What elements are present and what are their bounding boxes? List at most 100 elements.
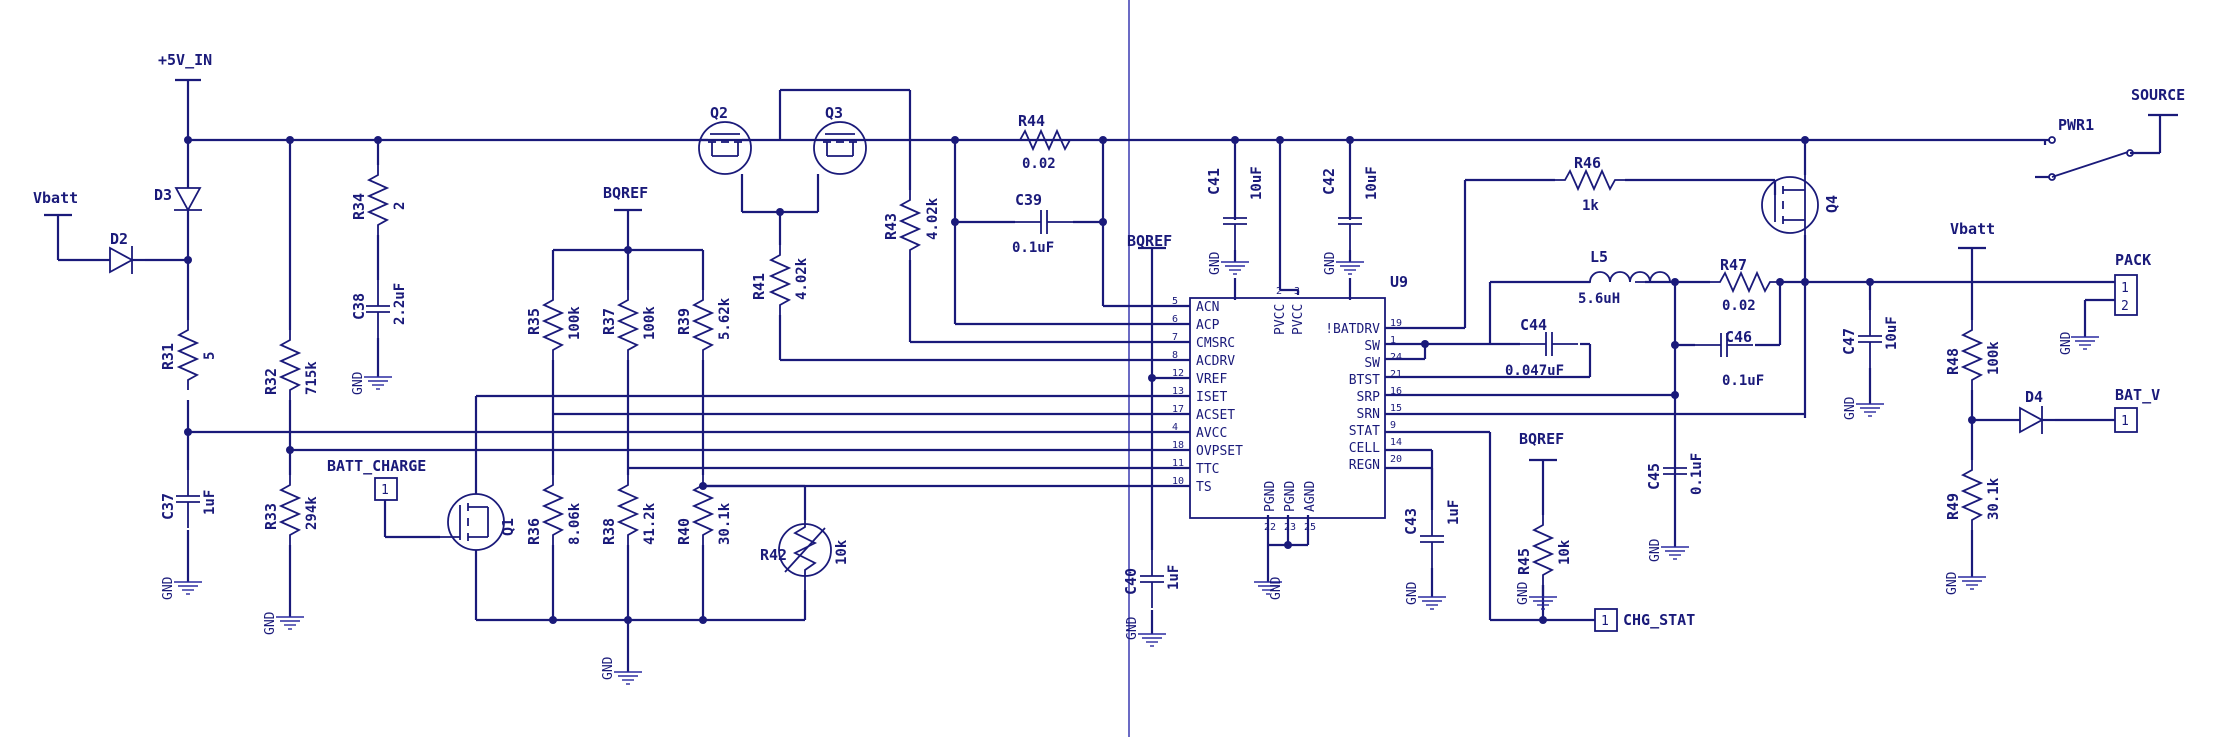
u9-pin-number: 17: [1172, 404, 1184, 415]
svg-text:D2: D2: [110, 230, 128, 248]
svg-text:1uF: 1uF: [202, 490, 218, 515]
u9-pin-number: 9: [1390, 420, 1396, 431]
svg-text:100k: 100k: [642, 306, 658, 340]
svg-text:1uF: 1uF: [1446, 500, 1462, 525]
u9-pin-number: 13: [1172, 386, 1184, 397]
svg-text:C47: C47: [1840, 328, 1858, 355]
svg-text:2: 2: [2121, 299, 2129, 314]
u9-pin-number: 1: [1390, 335, 1396, 346]
svg-text:R36: R36: [525, 518, 543, 545]
svg-text:8.06k: 8.06k: [567, 502, 583, 545]
resistor-r31: R31 5: [159, 319, 218, 391]
resistor-r37: R37 100k: [600, 289, 658, 361]
resistor-r43: R43 4.02k: [882, 189, 941, 261]
capacitor-c38: C38 2.2uF: [350, 279, 408, 339]
u9-pin-number: 23: [1284, 522, 1296, 533]
svg-text:4.02k: 4.02k: [925, 197, 941, 240]
svg-text:10k: 10k: [1557, 539, 1573, 565]
svg-text:GND: GND: [263, 611, 278, 635]
svg-text:BAT_V: BAT_V: [2115, 386, 2160, 404]
svg-text:1: 1: [2121, 414, 2129, 429]
svg-text:C40: C40: [1122, 568, 1140, 595]
svg-text:0.1uF: 0.1uF: [1012, 240, 1054, 256]
svg-text:R39: R39: [675, 308, 693, 335]
svg-text:R37: R37: [600, 308, 618, 335]
u9-pin-number: 25: [1304, 522, 1316, 533]
svg-text:10k: 10k: [834, 539, 850, 565]
svg-text:R32: R32: [262, 368, 280, 395]
resistor-r33: R33 294k: [262, 474, 320, 546]
svg-text:L5: L5: [1590, 248, 1608, 266]
capacitor-c37: C37 1uF: [159, 469, 218, 529]
svg-text:R46: R46: [1574, 154, 1601, 172]
u9-pin-name: VREF: [1196, 372, 1227, 387]
u9-pin-name: !BATDRV: [1325, 322, 1380, 337]
resistor-r34: R34 2: [350, 164, 408, 236]
mosfet-q3: Q3: [813, 104, 867, 190]
switch-pwr1: PWR1: [2035, 116, 2134, 181]
svg-text:D4: D4: [2025, 388, 2043, 406]
resistor-r39: R39 5.62k: [675, 289, 733, 361]
u9-pin-number: 10: [1172, 476, 1184, 487]
svg-text:R31: R31: [159, 343, 177, 370]
u9-pin-number: 24: [1390, 352, 1402, 363]
svg-text:0.1uF: 0.1uF: [1689, 453, 1705, 495]
inductor-l5: L5 5.6uH: [1535, 248, 1671, 307]
svg-text:1k: 1k: [1582, 198, 1599, 214]
svg-text:PACK: PACK: [2115, 251, 2151, 269]
svg-text:30.1k: 30.1k: [717, 502, 733, 545]
svg-text:C39: C39: [1015, 191, 1042, 209]
svg-text:Q2: Q2: [710, 104, 728, 122]
resistor-r36: R36 8.06k: [525, 474, 583, 546]
svg-text:C46: C46: [1725, 328, 1752, 346]
svg-text:5: 5: [202, 352, 218, 360]
svg-text:GND: GND: [1843, 396, 1858, 420]
u9-pin-name: AVCC: [1196, 426, 1227, 441]
u9-pin-number: 5: [1172, 296, 1178, 307]
connector-chgstat: 1 CHG_STAT: [1594, 608, 1695, 632]
net-label-5v-in: +5V_IN: [158, 51, 212, 69]
net-label-vbatt-right: Vbatt: [1950, 220, 1995, 250]
svg-text:C38: C38: [350, 293, 368, 320]
capacitor-c41: C41 10uF: [1205, 166, 1265, 251]
mosfet-q2: Q2: [698, 104, 752, 190]
svg-text:4.02k: 4.02k: [794, 257, 810, 300]
junction-dots: [184, 136, 1976, 624]
svg-text:R41: R41: [750, 273, 768, 300]
u9-pin-number: 21: [1390, 369, 1402, 380]
svg-text:D3: D3: [154, 186, 172, 204]
svg-text:GND: GND: [1405, 581, 1420, 605]
svg-text:715k: 715k: [304, 361, 320, 395]
svg-text:SOURCE: SOURCE: [2131, 86, 2185, 104]
u9-pin-name: SW: [1364, 356, 1380, 371]
capacitor-c40: C40 1uF: [1122, 549, 1182, 609]
svg-text:R33: R33: [262, 503, 280, 530]
net-label-bqref-3: BQREF: [1519, 430, 1564, 462]
svg-text:C37: C37: [159, 493, 177, 520]
svg-text:BQREF: BQREF: [1519, 430, 1564, 448]
svg-text:0.1uF: 0.1uF: [1722, 373, 1764, 389]
u9-pin-number: 2: [1276, 286, 1282, 297]
thermistor-r42: R42 10k: [760, 510, 850, 590]
mosfet-q1: Q1: [440, 480, 517, 560]
capacitor-c46: C46 0.1uF: [1694, 328, 1764, 389]
svg-text:30.1k: 30.1k: [1986, 477, 2002, 520]
u9-pin-name: ACSET: [1196, 408, 1235, 423]
svg-text:2: 2: [392, 202, 408, 210]
u9-pin-number: 4: [1172, 422, 1178, 433]
u9-pin-name: OVPSET: [1196, 444, 1243, 459]
u9-pin-number: 7: [1172, 332, 1178, 343]
net-label-bqref-1: BQREF: [603, 184, 648, 212]
svg-text:GND: GND: [1208, 251, 1223, 275]
svg-text:1: 1: [381, 483, 389, 498]
resistor-r35: R35 100k: [525, 289, 583, 361]
net-label-vbatt-left: Vbatt: [33, 189, 78, 217]
u9-pin-number: 3: [1294, 286, 1300, 297]
resistor-r32: R32 715k: [262, 329, 320, 401]
u9-pin-number: 19: [1390, 318, 1402, 329]
svg-text:GND: GND: [161, 576, 176, 600]
capacitor-c39: C39 0.1uF: [1012, 191, 1074, 256]
svg-text:PWR1: PWR1: [2058, 116, 2094, 134]
ic-u9: U9 ACN5ACP6CMSRC7ACDRV8VREF12ISET13ACSET…: [1172, 273, 1408, 533]
